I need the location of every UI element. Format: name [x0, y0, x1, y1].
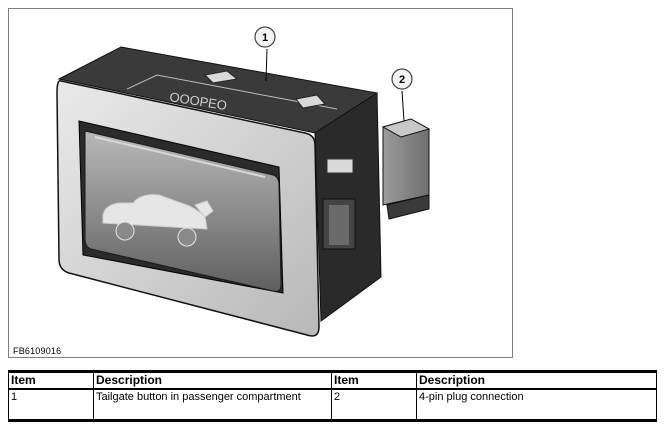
side-tabs [322, 158, 356, 250]
plug-connector [381, 118, 431, 220]
callout-1: 1 [254, 26, 276, 82]
item-number: 1 [8, 388, 94, 421]
legend-table: Item Description Item Description 1 Tail… [8, 370, 657, 422]
table-row: 1 Tailgate button in passenger compartme… [8, 388, 657, 421]
header-item-1: Item [8, 371, 94, 390]
car-tailgate-icon [102, 194, 214, 247]
legend-header-row: Item Description Item Description [8, 371, 657, 390]
item-number: 2 [331, 388, 417, 421]
svg-text:2: 2 [399, 74, 405, 86]
header-description-1: Description [93, 371, 332, 390]
header-description-2: Description [416, 371, 657, 390]
item-description: Tailgate button in passenger compartment [93, 388, 332, 421]
item-description: 4-pin plug connection [416, 388, 657, 421]
svg-text:1: 1 [262, 32, 268, 44]
housing-clip [203, 70, 326, 109]
figure-id: FB6109016 [13, 346, 62, 356]
switch-illustration: OOOPEO [56, 26, 431, 337]
callout-2: 2 [391, 68, 413, 122]
figure-panel: OOOPEO [8, 8, 513, 358]
header-item-2: Item [331, 371, 417, 390]
